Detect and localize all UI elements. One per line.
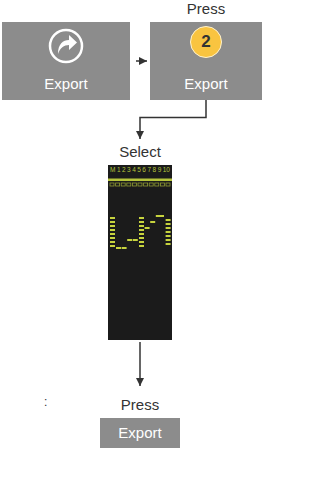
lane-label: 6: [142, 166, 146, 173]
export-icon: [46, 26, 86, 66]
lane-label: 3: [127, 166, 131, 173]
gel-bands: [108, 165, 172, 340]
lane-label: 1: [117, 166, 121, 173]
lane-label: 7: [147, 166, 151, 173]
flow-arrow: [139, 342, 141, 386]
lane-label: 5: [137, 166, 141, 173]
action-tile: Export: [2, 22, 130, 100]
step-instruction: Press: [187, 0, 225, 17]
gel-image: SelectM12345678910: [108, 165, 172, 340]
button-label: Export: [44, 75, 87, 92]
lane-label: M: [110, 166, 115, 173]
head-slot: Press: [187, 0, 225, 18]
button-label: Export: [118, 424, 161, 441]
head-slot: Select: [119, 143, 161, 161]
step-number: 2: [201, 32, 210, 52]
step-instruction: Select: [119, 143, 161, 160]
step-tile: 2PressExport: [150, 22, 262, 100]
center-slot: 2: [191, 27, 221, 57]
bottom-slot: Export: [2, 75, 130, 93]
bottom-slot: Export: [150, 75, 262, 93]
lane-label: 4: [132, 166, 136, 173]
step-number-badge: 2: [190, 26, 222, 58]
flow-arrow: [140, 100, 206, 139]
note-fragment: :: [44, 396, 47, 410]
lane-slot: M12345678910: [110, 166, 170, 173]
lane-label: 10: [163, 166, 170, 173]
flow-arrow: [136, 60, 147, 62]
step-instruction: Press: [121, 396, 159, 413]
button-label: Export: [184, 75, 227, 92]
lane-label: 9: [158, 166, 162, 173]
lane-label: 8: [153, 166, 157, 173]
export-button: PressExport: [100, 418, 180, 448]
head-slot: Press: [121, 396, 159, 414]
lane-label: 2: [122, 166, 126, 173]
center-slot: Export: [100, 418, 180, 448]
